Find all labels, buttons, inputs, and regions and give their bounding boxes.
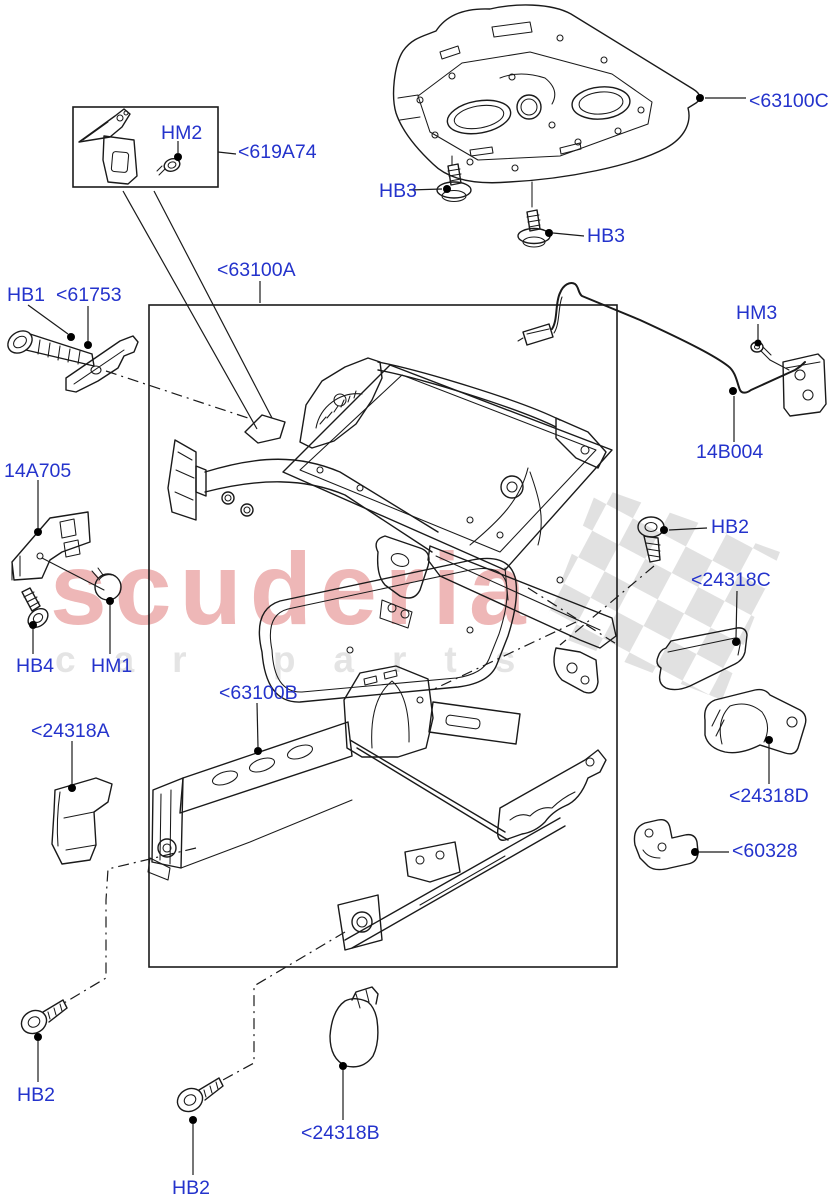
- lower-seat-track-drawing: [147, 665, 607, 951]
- cover-24318a-drawing: [51, 777, 113, 865]
- hb1-bolt: [7, 330, 95, 367]
- part-label-hm3[interactable]: HM3: [736, 302, 777, 324]
- part-label-hm2[interactable]: HM2: [161, 122, 202, 144]
- hb2-screw-bottom-mid: [176, 1077, 224, 1113]
- wiring-harness-drawing: [517, 282, 827, 417]
- inset-box-619A74: [72, 106, 219, 188]
- latch-bracket-drawing: [78, 108, 138, 185]
- bracket-61753-drawing: [65, 335, 139, 393]
- cover-24318b-drawing: [329, 986, 379, 1068]
- bracket-14a705-drawing: [11, 511, 105, 591]
- brand-watermark: scuderia car parts: [50, 532, 553, 680]
- part-label-hb3-lower[interactable]: HB3: [587, 225, 625, 247]
- part-label-63100b[interactable]: <63100B: [219, 682, 298, 704]
- part-labels: HM2 <619A74 <63100C HB3 HB3 HB1 <61753 <…: [4, 90, 829, 1199]
- hb2-screw-bottom-left: [20, 999, 68, 1035]
- part-label-14a705[interactable]: 14A705: [4, 460, 71, 482]
- part-label-24318c[interactable]: <24318C: [691, 569, 771, 591]
- part-label-63100c[interactable]: <63100C: [749, 90, 829, 112]
- part-label-hb1[interactable]: HB1: [7, 284, 45, 306]
- part-label-hb2-bottom-mid[interactable]: HB2: [172, 1177, 210, 1199]
- hb3-screw-lower: [517, 181, 551, 248]
- part-label-24318b[interactable]: <24318B: [301, 1122, 380, 1144]
- cover-24318d-drawing: [704, 688, 807, 755]
- upper-seat-frame-drawing: [167, 357, 617, 703]
- bracket-60328-drawing: [633, 818, 699, 871]
- part-label-hb2-right[interactable]: HB2: [711, 516, 749, 538]
- main-assembly-box: [148, 304, 618, 968]
- part-label-24318d[interactable]: <24318D: [729, 785, 809, 807]
- assembly-axis-lines: [63, 370, 655, 1082]
- part-label-hb2-bottom-left[interactable]: HB2: [17, 1084, 55, 1106]
- part-label-61753[interactable]: <61753: [56, 284, 122, 306]
- hm2-screw: [156, 158, 181, 176]
- part-label-hm1[interactable]: HM1: [91, 655, 132, 677]
- part-label-hb4[interactable]: HB4: [16, 655, 54, 677]
- part-label-619a74[interactable]: <619A74: [238, 141, 317, 163]
- part-label-hb3-upper[interactable]: HB3: [379, 180, 417, 202]
- part-label-60328[interactable]: <60328: [732, 840, 798, 862]
- watermark-brand-text: scuderia: [50, 532, 534, 646]
- part-label-63100a[interactable]: <63100A: [217, 259, 296, 281]
- seat-pan-drawing: [392, 4, 701, 184]
- cover-24318c-drawing: [656, 627, 748, 691]
- leader-lines: [27, 94, 773, 1175]
- part-label-24318a[interactable]: <24318A: [31, 720, 110, 742]
- part-label-14b004[interactable]: 14B004: [696, 441, 763, 463]
- watermark-subtitle-text: car parts: [55, 639, 553, 680]
- hb3-screw-upper: [436, 155, 472, 203]
- inset-pointer-line-1: [122, 190, 258, 430]
